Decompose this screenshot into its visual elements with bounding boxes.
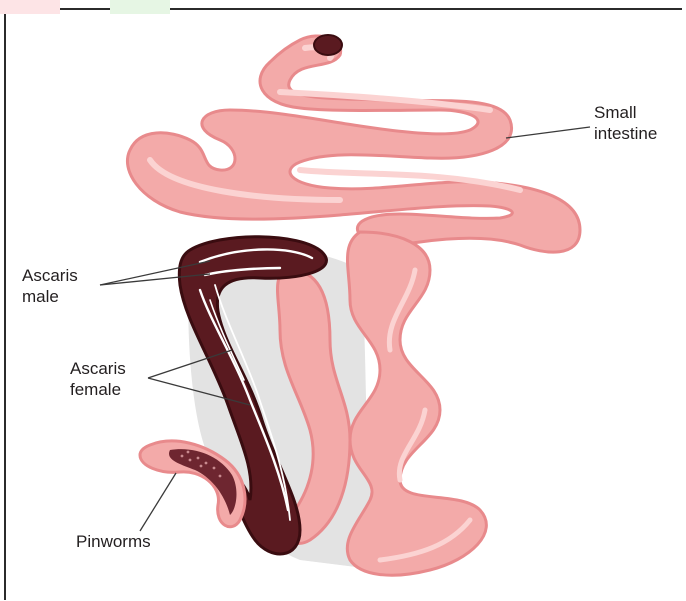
label-ascaris-male-line2: male — [22, 287, 59, 307]
label-ascaris-female-line2: female — [70, 380, 121, 400]
label-small-intestine-line1: Small — [594, 103, 637, 123]
intestine-upper-loops — [127, 36, 580, 252]
label-ascaris-female-line1: Ascaris — [70, 359, 126, 379]
label-pinworms: Pinworms — [76, 532, 151, 552]
label-small-intestine-line2: intestine — [594, 124, 657, 144]
label-ascaris-male-line1: Ascaris — [22, 266, 78, 286]
intestine-opening — [314, 35, 342, 55]
corner-mark-icon — [0, 0, 170, 14]
